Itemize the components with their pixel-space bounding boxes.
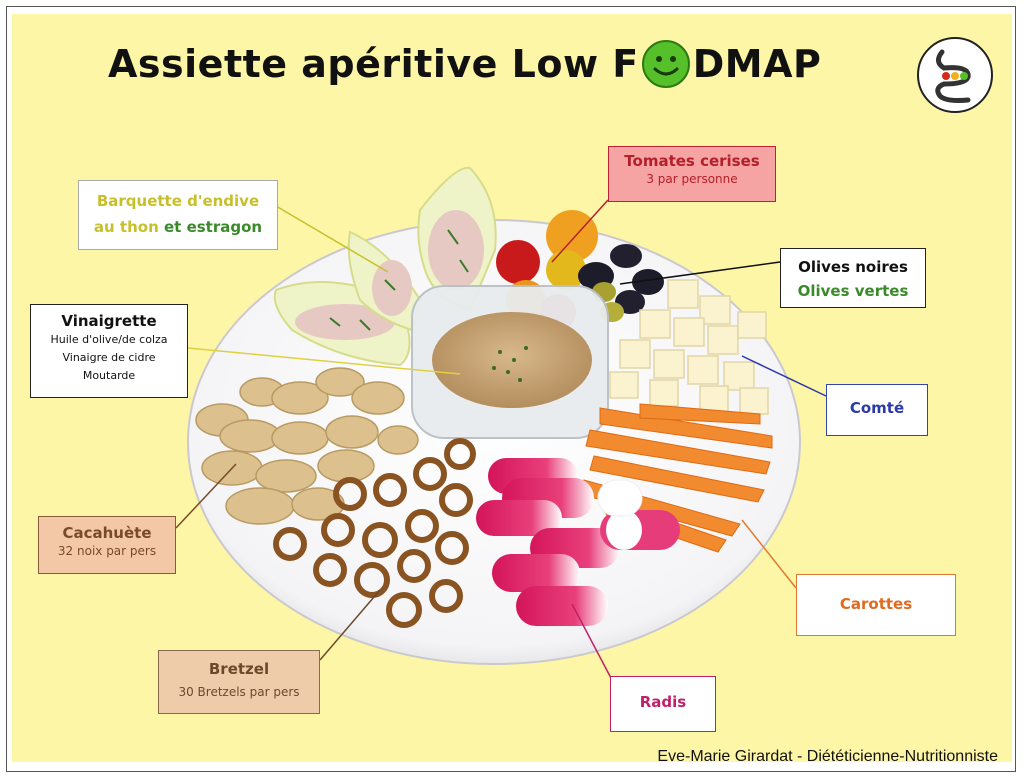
cacahuete-title: Cacahuète	[62, 524, 152, 542]
author-credit: Eve-Marie Girardat - Diététicienne-Nutri…	[657, 748, 998, 765]
vinaigrette-line3: Moutarde	[82, 369, 136, 382]
endive-line2a: au thon	[93, 218, 159, 236]
peanuts	[195, 367, 419, 525]
page-title: Assiette apéritive Low F DMAP	[108, 34, 821, 94]
comte-cubes	[609, 279, 769, 415]
endive-line2b: et estragon	[164, 218, 263, 236]
tomates-sub: 3 par personne	[646, 172, 738, 186]
vinaigrette-line2: Vinaigre de cidre	[62, 351, 156, 364]
label-bretzel: Bretzel 30 Bretzels par pers	[158, 650, 320, 714]
olives-noires: Olives noires	[798, 258, 908, 276]
label-olives: Olives noires Olives vertes	[780, 248, 926, 308]
title-text-start: Assiette apéritive Low F	[108, 42, 639, 86]
bretzel-sub: 30 Bretzels par pers	[178, 685, 300, 699]
tomates-title: Tomates cerises	[624, 152, 760, 170]
bretzel-title: Bretzel	[208, 660, 270, 678]
label-cacahuete: Cacahuète 32 noix par pers	[38, 516, 176, 574]
cacahuete-sub: 32 noix par pers	[57, 544, 157, 558]
radis-title: Radis	[639, 693, 687, 711]
label-carottes: Carottes	[796, 574, 956, 636]
vinaigrette-bowl	[411, 285, 609, 439]
smiley-icon	[641, 40, 690, 88]
label-radis: Radis	[610, 676, 716, 732]
endive-boats	[273, 166, 497, 367]
comte-title: Comté	[849, 399, 905, 417]
title-text-end: DMAP	[692, 42, 822, 86]
label-comte: Comté	[826, 384, 928, 436]
olives-vertes: Olives vertes	[797, 282, 909, 300]
label-endive: Barquette d'endive au thon et estragon	[78, 180, 278, 250]
endive-line1: Barquette d'endive	[96, 192, 260, 210]
pretzels	[273, 438, 476, 628]
label-tomates: Tomates cerises 3 par personne	[608, 146, 776, 202]
vinaigrette-title: Vinaigrette	[61, 312, 157, 330]
carottes-title: Carottes	[839, 595, 913, 613]
radishes	[476, 458, 680, 626]
gut-traffic-light-icon	[917, 37, 993, 113]
vinaigrette-line1: Huile d'olive/de colza	[50, 333, 168, 346]
leader-lines	[175, 199, 827, 681]
label-vinaigrette: Vinaigrette Huile d'olive/de colza Vinai…	[30, 304, 188, 398]
